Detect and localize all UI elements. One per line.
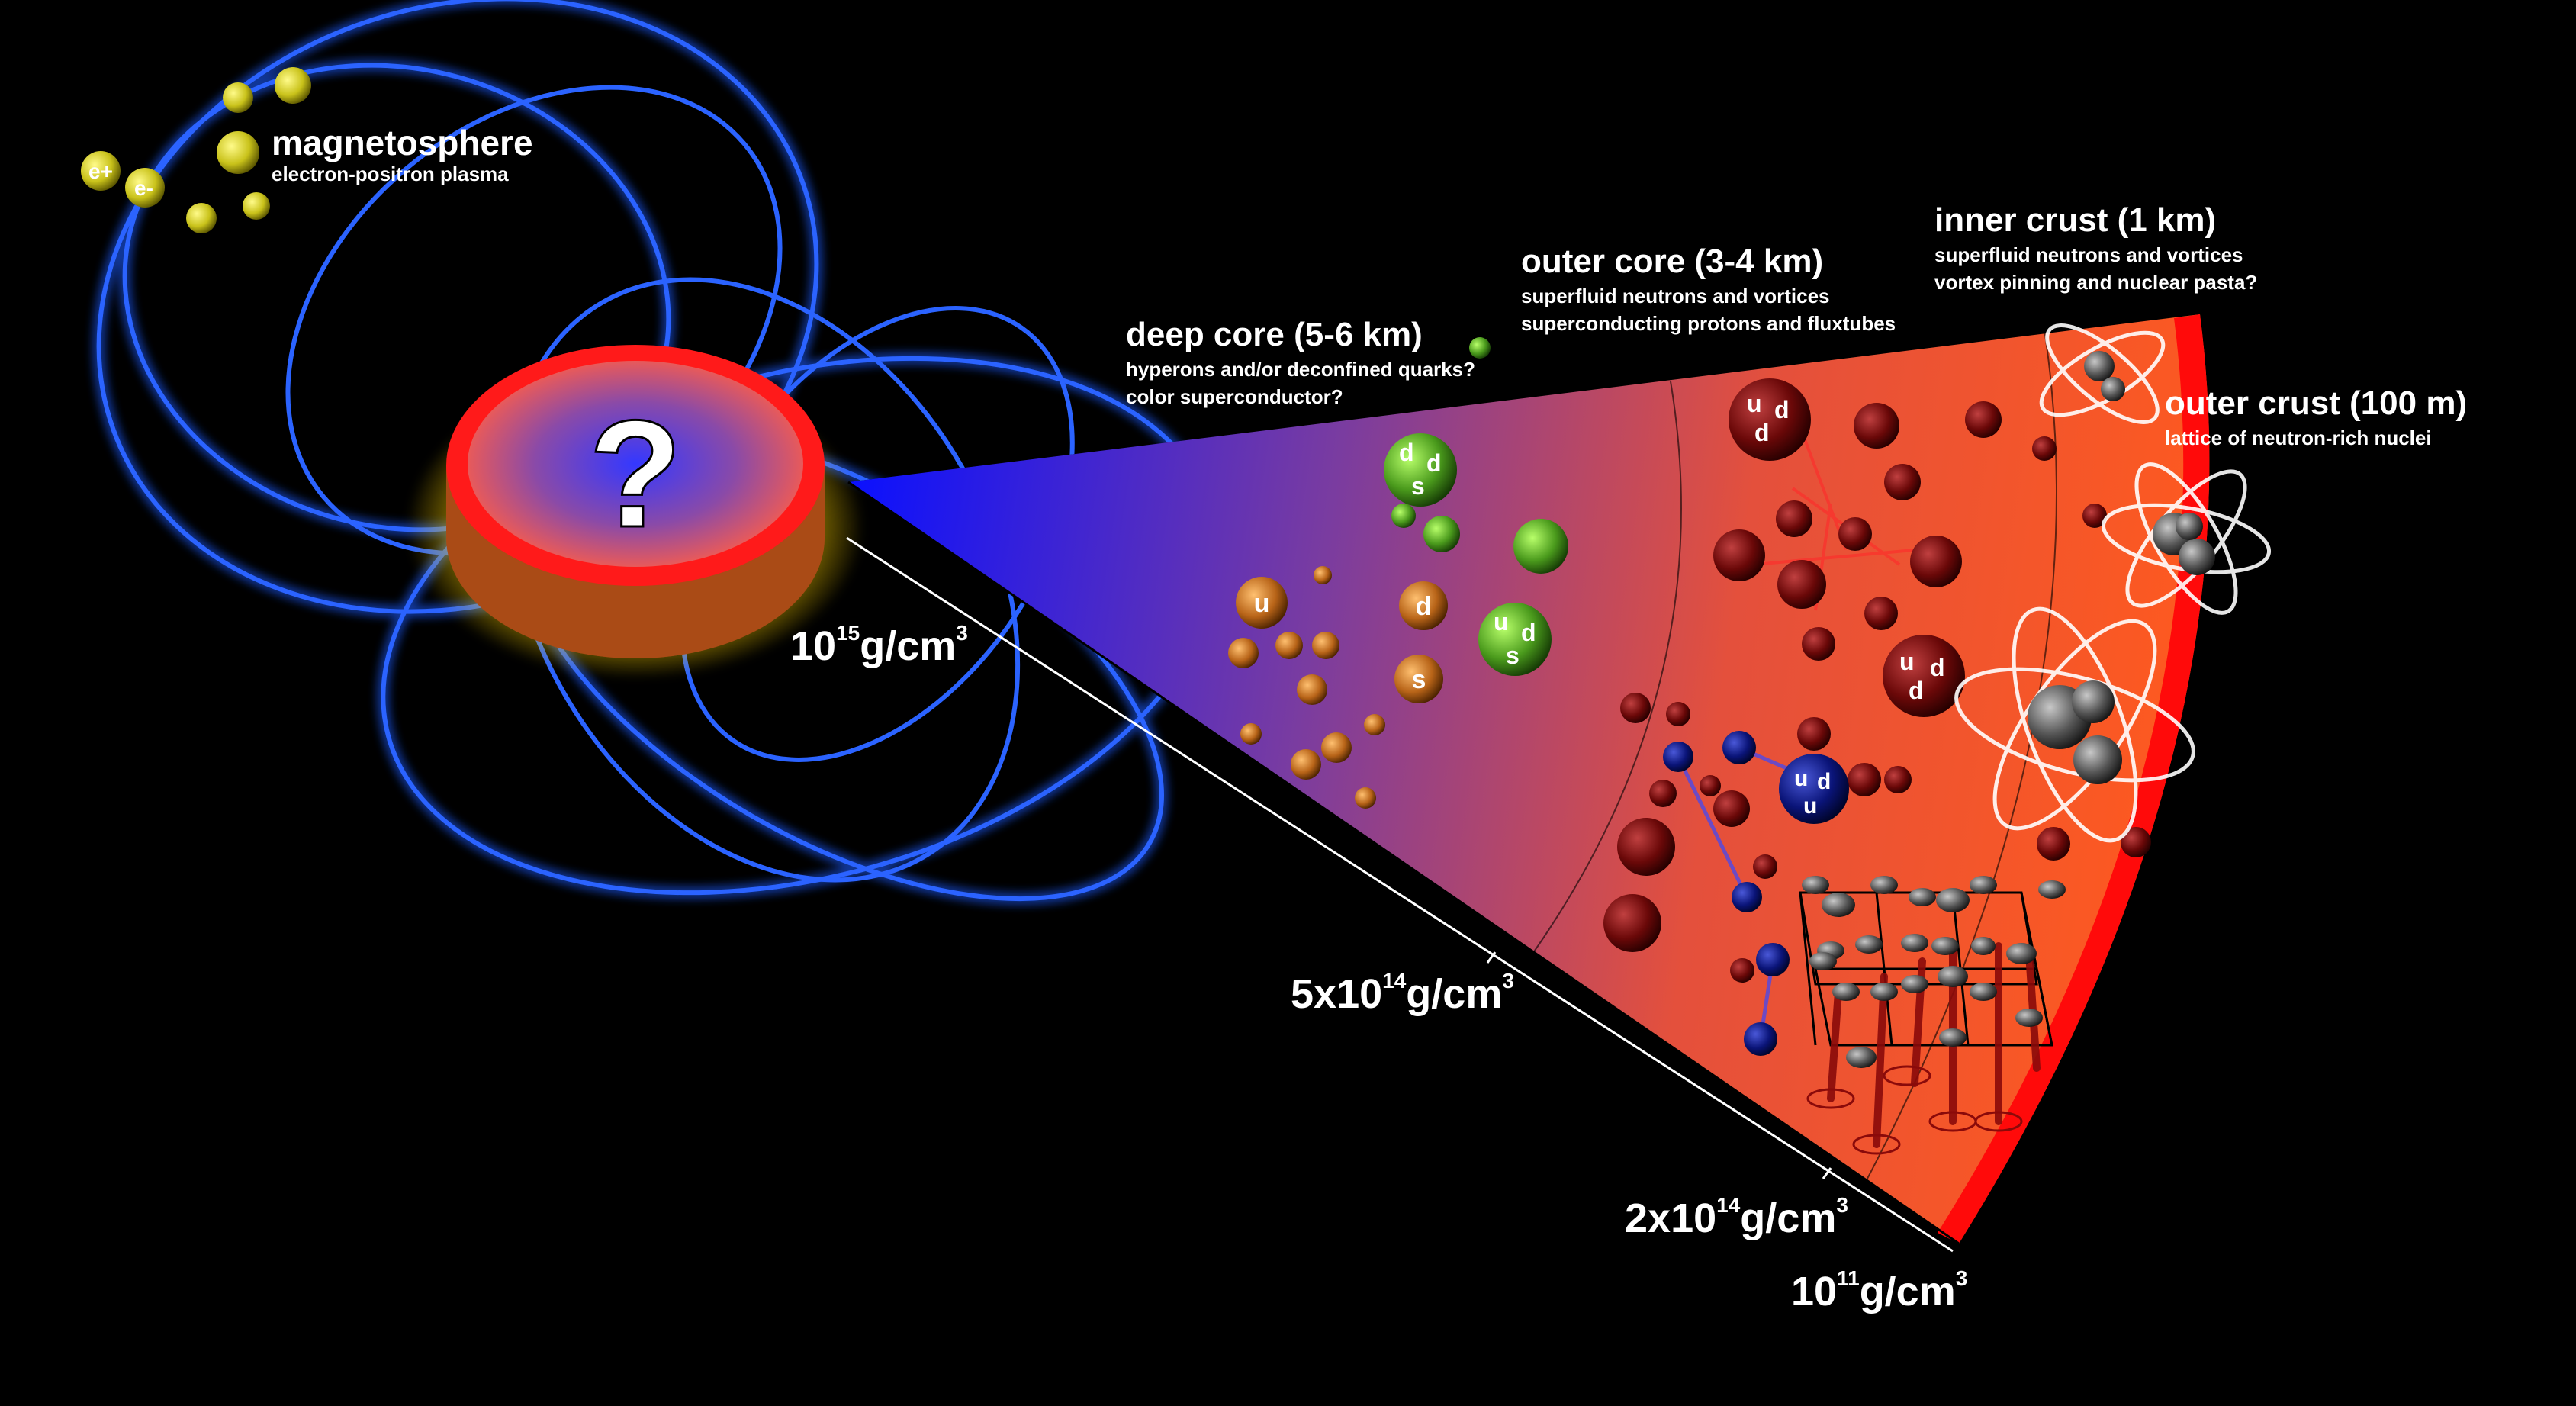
outer-crust-line-1: lattice of neutron-rich nuclei [2165,426,2432,449]
deep-core-label: deep core (5-6 km) hyperons and/or decon… [1126,316,1475,412]
neutron-udd: u d d [1729,378,1811,461]
svg-text:d: d [1416,592,1432,621]
svg-text:u: u [1803,793,1817,819]
vortex-lattice [1799,876,2066,1155]
outer-crust-title: outer crust (100 m) [2165,384,2468,422]
svg-text:u: u [1899,648,1915,675]
quark-u: u [1236,577,1288,629]
crust-nuclei [1954,323,2272,843]
electron-label: e- [134,176,153,200]
svg-text:s: s [1411,472,1425,500]
magnetosphere-title: magnetosphere [272,123,533,162]
outer-crust-label: outer crust (100 m) lattice of neutron-r… [2165,384,2467,453]
positron-label: e+ [88,159,113,183]
inner-crust-title: inner crust (1 km) [1934,201,2217,239]
quark-s: s [1394,655,1443,703]
electron-particle: e- [125,168,165,208]
svg-text:d: d [1817,769,1831,794]
svg-text:d: d [1399,439,1414,466]
svg-text:s: s [1412,665,1426,694]
density-label-surface: 1011g/cm3 [1791,1266,1968,1314]
svg-text:d: d [1521,619,1536,646]
outer-core-label: outer core (3-4 km) superfluid neutrons … [1521,243,1896,339]
inner-crust-label: inner crust (1 km) superfluid neutrons a… [1934,201,2257,298]
outer-core-line-2: superconducting protons and fluxtubes [1521,312,1896,335]
positron-particle: e+ [81,151,121,191]
svg-text:u: u [1747,390,1762,417]
svg-text:u: u [1494,608,1509,635]
density-label-crust-core-boundary: 2x1014g/cm3 [1625,1193,1848,1241]
svg-text:d: d [1754,419,1770,446]
svg-text:u: u [1794,766,1808,791]
svg-text:s: s [1506,642,1520,669]
svg-text:d: d [1774,396,1790,423]
outer-core-particles: u d d u d d [1603,378,2151,1056]
magnetosphere-label: magnetosphere electron-positron plasma [272,122,533,185]
deep-core-title: deep core (5-6 km) [1126,316,1423,353]
density-label-inner-core-boundary: 5x1014g/cm3 [1291,969,1514,1017]
outer-core-line-1: superfluid neutrons and vortices [1521,285,1830,307]
inner-crust-line-2: vortex pinning and nuclear pasta? [1934,271,2258,294]
hyperon-dds: d d s [1384,433,1457,507]
svg-text:u: u [1254,589,1270,618]
neutron-udd-second: u d d [1883,635,1965,717]
deep-core-line-1: hyperons and/or deconfined quarks? [1126,358,1475,381]
proton-uud: u d u [1779,754,1849,824]
hyperon-uds: u d s [1478,603,1552,676]
density-label-core-center: 1015g/cm3 [790,621,968,669]
deep-core-line-2: color superconductor? [1126,385,1343,408]
neutron-star: ? [407,345,864,679]
svg-text:d: d [1426,449,1442,477]
svg-text:d: d [1930,654,1945,681]
inner-crust-line-1: superfluid neutrons and vortices [1934,243,2243,266]
deep-core-particles: d d s u d s u d s [1228,337,1568,809]
quark-d: d [1399,581,1448,630]
unknown-interior-mark: ? [589,389,682,559]
magnetosphere-subtitle: electron-positron plasma [272,162,509,185]
svg-text:d: d [1909,677,1924,704]
electron-positron-plasma: e+ e- [81,67,311,233]
outer-core-title: outer core (3-4 km) [1521,243,1824,280]
